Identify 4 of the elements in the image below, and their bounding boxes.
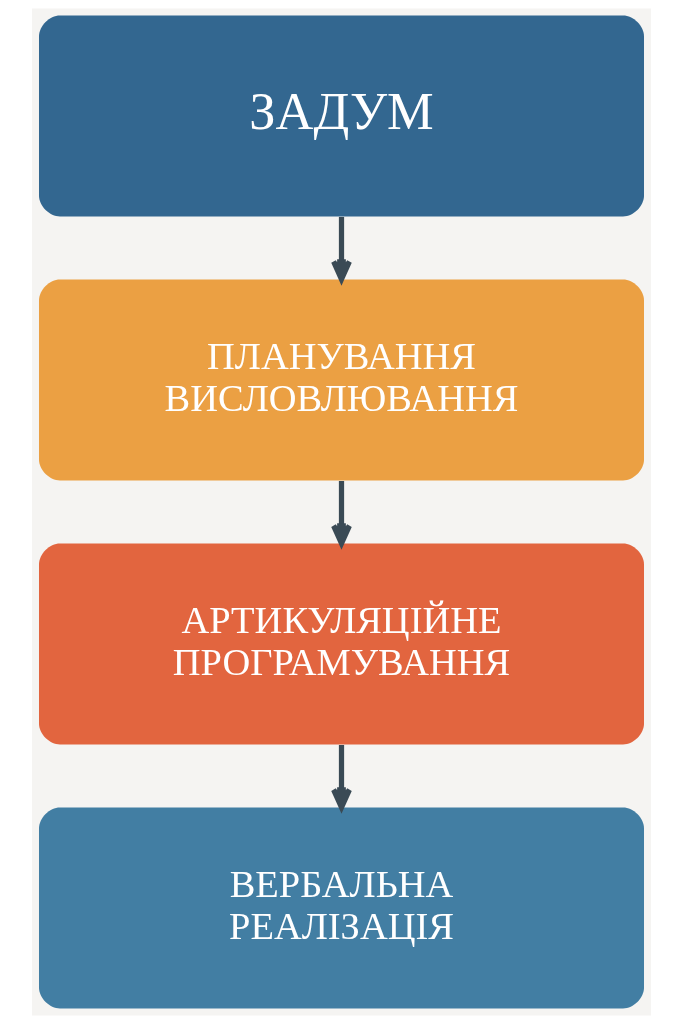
- node-box: ЗАДУМ: [39, 15, 644, 217]
- node-box: ВЕРБАЛЬНА РЕАЛІЗАЦІЯ: [39, 807, 644, 1009]
- node-box: ПЛАНУВАННЯ ВИСЛОВЛЮВАННЯ: [39, 279, 644, 481]
- node-box: АРТИКУЛЯЦІЙНЕ ПРОГРАМУВАННЯ: [39, 543, 644, 745]
